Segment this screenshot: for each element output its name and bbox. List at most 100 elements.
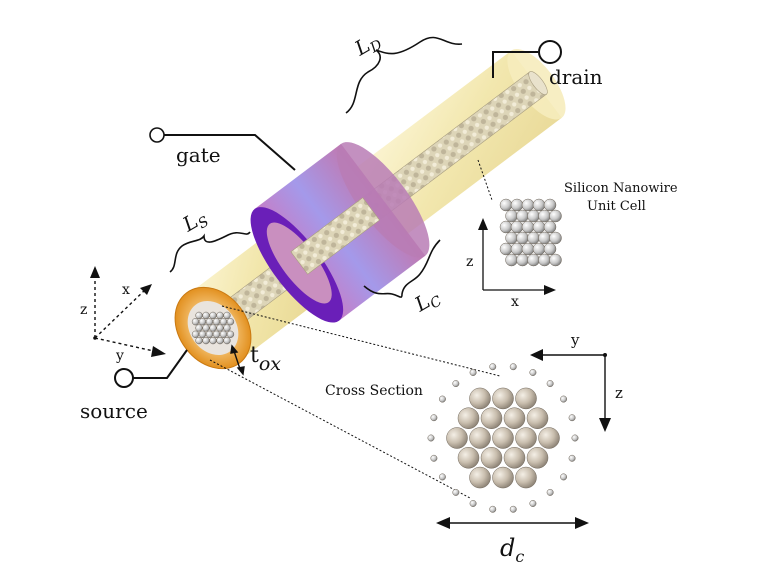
source-face-atom <box>216 311 224 320</box>
source-label: source <box>80 399 148 423</box>
cross-section-projection-lines <box>209 305 501 499</box>
source-face-atom <box>198 318 207 326</box>
unit-cell-axes <box>482 226 548 291</box>
unit-cell-atom <box>516 231 529 245</box>
source-face-atom <box>191 330 200 338</box>
hydrogen-atom <box>560 395 568 403</box>
unit-cell-atom <box>538 253 551 267</box>
silicon-atom <box>515 427 537 449</box>
hydrogen-atom <box>509 505 517 513</box>
hydrogen-atom <box>430 414 438 422</box>
gate-label: gate <box>176 143 221 167</box>
unit-cell-atom <box>516 209 529 223</box>
left-axis-z-label: z <box>80 302 87 318</box>
silicon-atom <box>457 447 480 469</box>
unit-cell-x-arrowhead <box>544 285 556 295</box>
tox-label: tox <box>250 343 281 375</box>
unit-cell-atom <box>543 198 557 212</box>
unit-cell-atom <box>505 209 518 223</box>
unit-cell-atom <box>549 253 562 267</box>
dc-label: dc <box>500 534 524 566</box>
unit-cell-atom <box>505 231 518 245</box>
left-axis-y-label: y <box>115 348 124 364</box>
source-face-atom <box>212 330 221 338</box>
source-face-atom <box>209 336 217 345</box>
source-face-atom <box>223 311 231 320</box>
source-face-atom <box>223 324 231 332</box>
source-face-atom <box>219 330 228 338</box>
tox-marker <box>230 344 245 376</box>
silicon-atom <box>492 466 514 489</box>
unit-cell-title-line2: Unit Cell <box>587 199 646 214</box>
silicon-atom <box>503 407 526 429</box>
silicon-atom <box>503 447 526 469</box>
source-face-atom <box>209 311 217 320</box>
source-face-atom <box>195 324 203 332</box>
hydrogen-atom <box>430 454 438 462</box>
unit-cell-atom <box>510 220 524 234</box>
hydrogen-atom <box>452 488 460 496</box>
unit-cell-atom <box>521 198 535 212</box>
silicon-atom <box>480 407 503 429</box>
hydrogen-atom <box>438 473 446 481</box>
silicon-atom <box>446 427 468 449</box>
left-axis-x-arrowhead <box>140 284 152 295</box>
silicon-atom <box>526 447 549 469</box>
silicon-atom <box>469 466 491 489</box>
source-face-atom <box>219 318 228 326</box>
unit-cell-atom <box>510 242 524 256</box>
hydrogen-atom <box>568 414 576 422</box>
ls-label: LS <box>178 204 212 239</box>
hydrogen-atom <box>529 500 537 507</box>
silicon-atom <box>469 387 491 410</box>
unit-cell-atom <box>521 242 535 256</box>
unit-cell-z-arrowhead <box>478 218 488 230</box>
lc-brace <box>363 239 441 298</box>
unit-cell-atom <box>521 220 535 234</box>
hydrogen-atom <box>560 473 568 481</box>
silicon-atom <box>526 407 549 429</box>
unit-cell-atom <box>527 209 540 223</box>
electrode-leads <box>131 51 538 379</box>
cross-section-z-label: z <box>615 384 623 402</box>
nanowire-channel <box>290 197 380 275</box>
hydrogen-atom <box>546 488 554 496</box>
unit-cell-atom <box>499 242 513 256</box>
cross-section-atoms <box>427 363 579 513</box>
unit-cell-atom <box>543 220 557 234</box>
cross-section-label: Cross Section <box>325 383 423 399</box>
left-axis-z-arrowhead <box>90 266 100 278</box>
unit-cell-atom <box>532 198 546 212</box>
hydrogen-atom <box>469 500 477 507</box>
silicon-atom <box>538 427 560 449</box>
source-face-atom <box>212 318 221 326</box>
gate-lead <box>164 134 296 171</box>
drain-lead <box>492 51 538 78</box>
cross-section-z-arrowhead <box>599 418 611 432</box>
hydrogen-atom <box>469 369 477 376</box>
unit-cell-x-label: x <box>511 294 519 310</box>
hydrogen-atom <box>509 363 517 371</box>
cross-section-y-label: y <box>570 331 580 349</box>
unit-cell-atom <box>499 220 513 234</box>
source-face-atom <box>216 324 224 332</box>
ld-brace <box>345 36 463 114</box>
hydrogen-atom <box>427 434 435 442</box>
source-face-atom <box>191 318 200 326</box>
cross-section-axes <box>540 354 606 420</box>
drain-terminal <box>538 40 562 64</box>
dc-dimension <box>436 517 589 529</box>
hydrogen-atom <box>571 434 579 442</box>
hydrogen-atom <box>489 505 497 513</box>
source-face-atom <box>209 324 217 332</box>
unit-cell-atom <box>532 242 546 256</box>
silicon-atom <box>457 407 480 429</box>
silicon-atom <box>492 427 514 449</box>
source-face-atom <box>195 311 203 320</box>
source-terminal <box>114 368 134 388</box>
unit-cell-atom <box>549 231 562 245</box>
source-face-atom <box>198 330 207 338</box>
unit-cell-atom <box>532 220 546 234</box>
source-face-atom <box>205 318 214 326</box>
lc-label: LC <box>410 283 445 319</box>
